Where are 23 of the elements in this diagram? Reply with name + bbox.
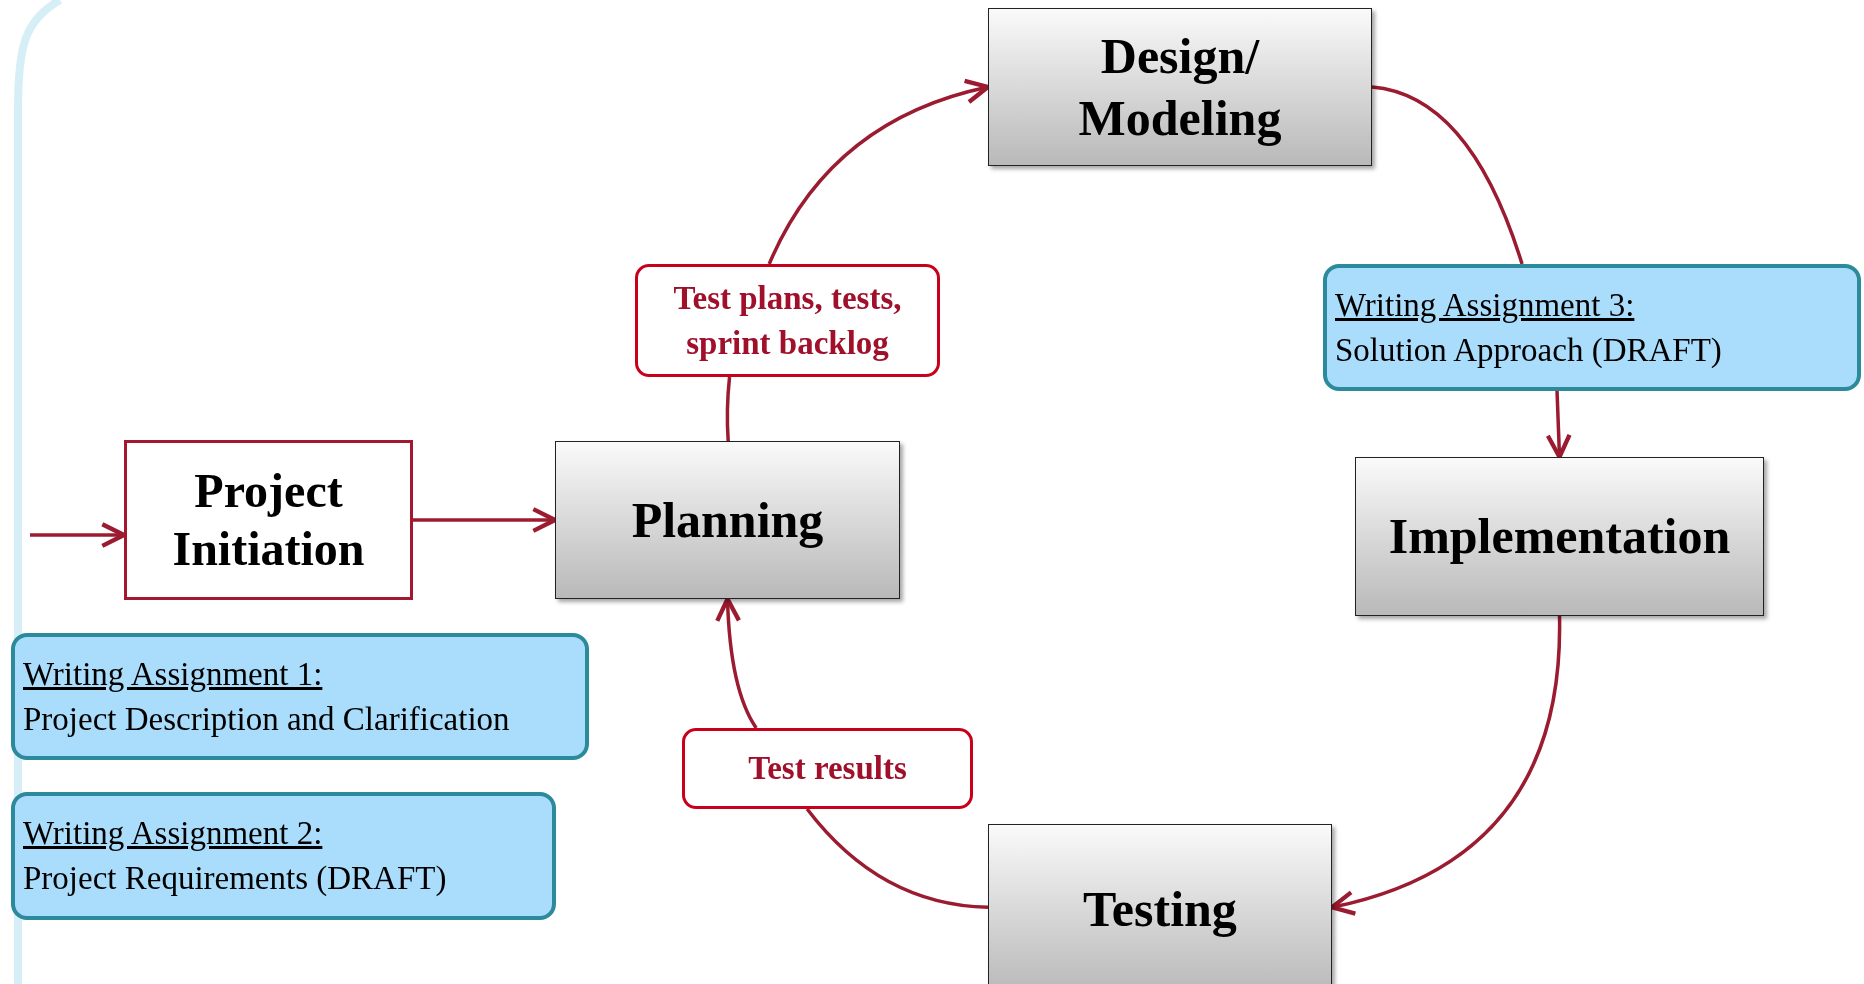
artifact-callout (682, 728, 973, 809)
phase-box (1355, 457, 1764, 616)
box-label: Project Initiation (171, 463, 366, 577)
assignment-box (11, 792, 556, 920)
box-label: Implementation (1388, 507, 1731, 567)
artifact-callout (635, 264, 940, 377)
box-label: Test results (748, 749, 907, 789)
assignment-box (11, 633, 589, 760)
box-label: Testing (1083, 879, 1237, 939)
phase-box (988, 824, 1332, 984)
start-box (124, 440, 413, 600)
box-label: Test plans, tests, sprint backlog (672, 278, 903, 363)
assignment-heading: Writing Assignment 1: (23, 654, 324, 694)
assignment-box (1323, 264, 1861, 391)
assignment-title: Solution Approach (DRAFT) (1335, 330, 1723, 370)
assignment-heading: Writing Assignment 2: (23, 814, 324, 854)
box-label: Design/ Modeling (1077, 26, 1283, 148)
box-label: Planning (631, 490, 824, 550)
phase-box (555, 441, 900, 599)
assignment-heading: Writing Assignment 3: (1335, 285, 1636, 325)
phase-box (988, 8, 1372, 166)
assignment-title: Project Description and Clarification (23, 699, 511, 739)
assignment-title: Project Requirements (DRAFT) (23, 859, 448, 898)
